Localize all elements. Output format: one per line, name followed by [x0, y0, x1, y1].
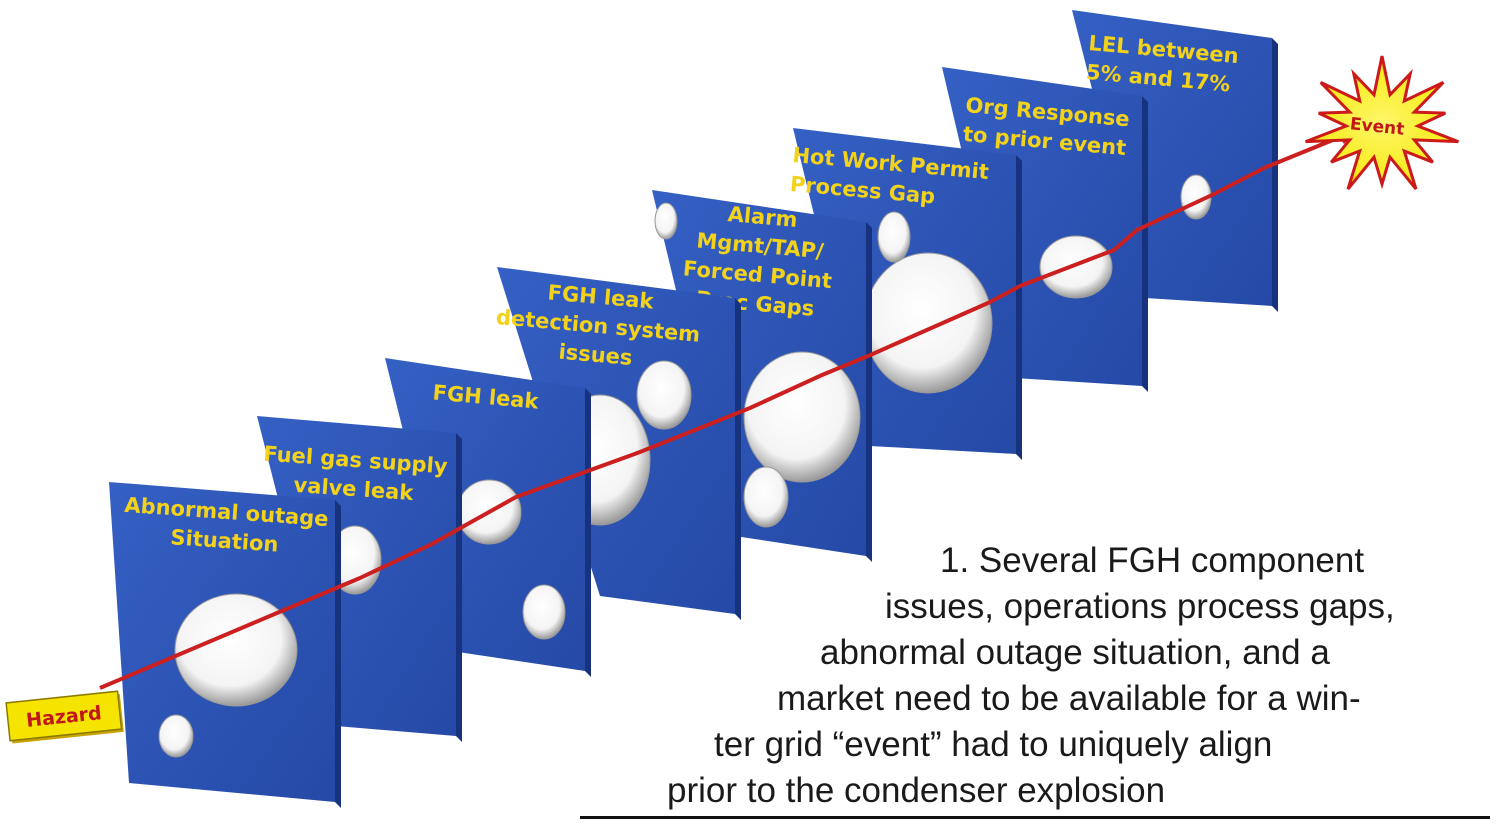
hole: [654, 202, 678, 240]
hole: [522, 584, 566, 640]
caption-line: issues, operations process gaps,: [885, 587, 1395, 626]
hazard-label-box: Hazard: [5, 690, 124, 744]
caption-line: prior to the condenser explosion: [667, 771, 1166, 810]
hole: [743, 466, 789, 528]
hole: [174, 593, 298, 707]
hole: [743, 351, 861, 483]
slice-6: Hot Work PermitProcess Gap: [789, 128, 1022, 460]
slice-5: AlarmMgmt/TAP/Forced PointProc Gaps: [652, 190, 872, 562]
slice-8: LEL between5% and 17%: [1072, 10, 1278, 312]
caption-line: ter grid “event” had to uniquely align: [714, 725, 1273, 764]
accident-trajectory-line: [99, 131, 1351, 690]
hole: [1039, 235, 1113, 299]
caption-line: abnormal outage situation, and a: [820, 633, 1330, 672]
hole: [158, 714, 194, 758]
slice-8-panel: [1072, 10, 1272, 306]
caption-underline: [580, 816, 1490, 819]
hole: [877, 211, 911, 263]
caption-line: market need to be available for a win-: [777, 679, 1361, 718]
slice-7-panel: [942, 67, 1142, 386]
hole: [636, 360, 692, 430]
event-starburst: Event: [1305, 55, 1459, 191]
slice-1: Abnormal outageSituation: [109, 482, 341, 808]
hole: [863, 252, 993, 394]
caption-line: 1. Several FGH component: [940, 541, 1365, 580]
starburst-shape: [1305, 55, 1459, 191]
